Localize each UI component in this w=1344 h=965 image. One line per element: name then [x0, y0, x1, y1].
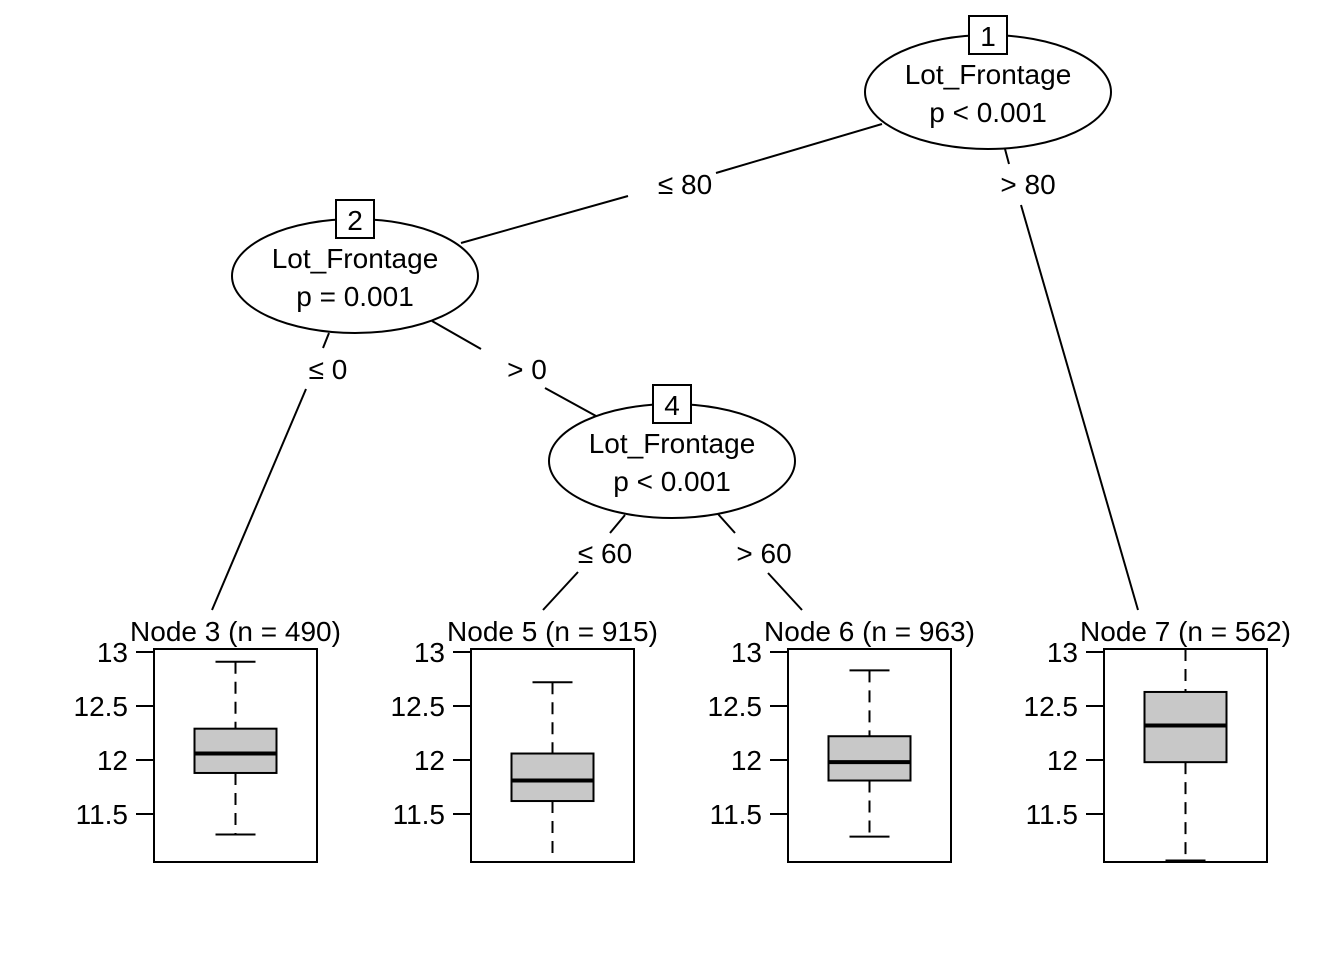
inner-node-4: 4 Lot_Frontage p < 0.001 [548, 384, 796, 519]
y-tick-label: 12.5 [74, 691, 129, 722]
y-tick-label: 12 [1047, 745, 1078, 776]
y-tick-label: 13 [414, 637, 445, 668]
edge-1-2 [460, 195, 629, 244]
node-variable: Lot_Frontage [905, 59, 1072, 90]
node-pvalue: p < 0.001 [613, 466, 731, 497]
edge-label-1-7: > 80 [1000, 169, 1055, 200]
edge-1-7 [1004, 148, 1010, 165]
edge-4-5 [542, 571, 579, 611]
y-tick-label: 12 [414, 745, 445, 776]
edge-2-3 [211, 388, 307, 611]
edge-1-7 [1020, 204, 1139, 611]
edge-label-4-5: ≤ 60 [578, 538, 632, 569]
inner-node-2: 2 Lot_Frontage p = 0.001 [231, 199, 479, 334]
node-id: 4 [664, 390, 680, 421]
y-tick-label: 11.5 [1026, 799, 1078, 830]
panel-frame [1103, 648, 1268, 863]
panel-frame [787, 648, 952, 863]
y-tick-label: 11.5 [710, 799, 762, 830]
iqr-box [510, 752, 595, 803]
y-tick-label: 12 [731, 745, 762, 776]
y-tick-label: 13 [97, 637, 128, 668]
node-pvalue: p < 0.001 [929, 97, 1047, 128]
node-id-box [335, 199, 375, 239]
iqr-box [193, 727, 278, 774]
edge-4-6 [767, 572, 803, 611]
panel-frame [470, 648, 635, 863]
terminal-title: Node 6 (n = 963) [764, 616, 975, 647]
edges [211, 123, 1139, 611]
node-pvalue: p = 0.001 [296, 281, 414, 312]
terminal-node-6: Node 6 (n = 963)13 12.5 12 11.5 [708, 616, 975, 863]
y-tick-label: 12.5 [391, 691, 446, 722]
edge-4-5 [609, 514, 626, 534]
y-tick-label: 11.5 [393, 799, 445, 830]
y-tick-label: 13 [1047, 637, 1078, 668]
node-variable: Lot_Frontage [589, 428, 756, 459]
edge-2-3 [322, 332, 330, 349]
edge-2-4 [544, 387, 597, 417]
y-tick-label: 13 [731, 637, 762, 668]
y-tick-label: 12 [97, 745, 128, 776]
terminal-title: Node 7 (n = 562) [1080, 616, 1291, 647]
terminal-node-3: Node 3 (n = 490)13 12.5 12 11.5 [74, 616, 341, 863]
inner-node-1: 1 Lot_Frontage p < 0.001 [864, 15, 1112, 150]
node-id: 2 [347, 205, 363, 236]
iqr-box [827, 735, 912, 782]
y-tick-label: 11.5 [76, 799, 128, 830]
node-id-box [968, 15, 1008, 55]
edge-4-6 [717, 513, 736, 534]
edge-1-2 [715, 123, 883, 174]
edge-2-4 [431, 320, 482, 350]
edge-label-2-4: > 0 [507, 354, 547, 385]
node-variable: Lot_Frontage [272, 243, 439, 274]
edge-label-1-2: ≤ 80 [658, 169, 712, 200]
terminal-node-7: Node 7 (n = 562)13 12.5 12 11.5 [1024, 616, 1291, 863]
terminal-title: Node 3 (n = 490) [130, 616, 341, 647]
node-id-box [652, 384, 692, 424]
edge-label-2-3: ≤ 0 [309, 354, 348, 385]
panel-frame [153, 648, 318, 863]
terminal-node-5: Node 5 (n = 915)13 12.5 12 11.5 [391, 616, 658, 863]
node-id: 1 [980, 21, 996, 52]
y-tick-label: 12.5 [708, 691, 763, 722]
edge-label-4-6: > 60 [736, 538, 791, 569]
y-tick-label: 12.5 [1024, 691, 1079, 722]
terminal-title: Node 5 (n = 915) [447, 616, 658, 647]
